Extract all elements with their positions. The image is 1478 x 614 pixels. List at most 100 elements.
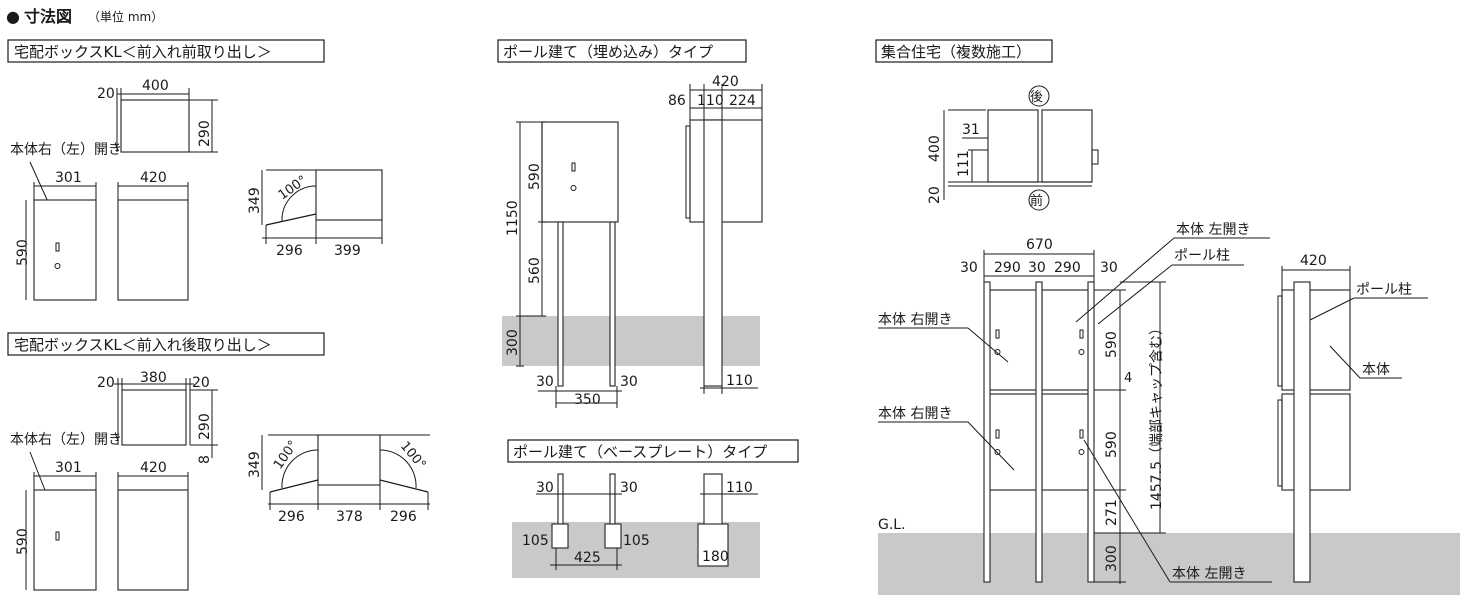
pbase-side-pole <box>703 473 723 527</box>
pb-dim-224: 224 <box>729 93 756 109</box>
mu-dim-1457: 1457.5（端部キャップ含む） <box>1149 321 1165 510</box>
mu-top-body-right <box>1041 109 1093 183</box>
header-bullet: ● <box>6 7 20 26</box>
mu-dim-31: 31 <box>962 122 980 138</box>
mu-dim-30c: 30 <box>1100 260 1118 276</box>
pbase-dim-180: 180 <box>702 549 729 565</box>
pb-pole-right <box>609 221 616 387</box>
section-title-box-pole-base <box>507 439 799 463</box>
fb-dim-290: 290 <box>197 413 213 440</box>
mu-label-body-right-2: 本体 右開き <box>878 406 952 422</box>
fb-open-arc-left <box>281 449 319 489</box>
fb-dim-349: 349 <box>247 451 263 478</box>
ff-top-view: 400 20 290 <box>97 78 218 153</box>
mu-keyhole-top-right <box>1078 349 1085 355</box>
pbase-dim-105a: 105 <box>522 533 549 549</box>
section-title-pole-base: ポール建て（ベースプレート）タイプ <box>513 443 767 461</box>
pb-dim-300: 300 <box>505 329 521 356</box>
mu-side-dim-420: 420 <box>1300 253 1327 269</box>
ff-open-body <box>315 169 383 221</box>
mu-lock-bottom-left <box>995 429 1000 439</box>
ff-dim-349: 349 <box>247 187 263 214</box>
mu-side-label-body: 本体 <box>1362 362 1390 378</box>
fb-side-view: 420 <box>117 460 189 591</box>
fb-open-body <box>317 434 381 486</box>
mu-dim-30a: 30 <box>960 260 978 276</box>
mu-dim-290b: 290 <box>1054 260 1081 276</box>
pbase-plate-left <box>551 523 569 549</box>
section-title-front-front: 宅配ボックスKL＜前入れ前取り出し＞ <box>14 43 272 61</box>
mu-back-circle <box>1028 85 1050 107</box>
mu-body-bottom-left <box>987 393 1039 491</box>
fb-dim-8: 8 <box>197 455 213 464</box>
pb-body <box>541 121 619 223</box>
fb-dim-296b: 296 <box>390 509 417 525</box>
pb-lock-slot <box>571 162 576 172</box>
pb-dim-560: 560 <box>527 257 543 284</box>
pbase-view: 30 30 105 105 425 110 180 <box>512 473 760 578</box>
section-title-box-pole-buried <box>497 39 747 63</box>
ff-dim-296: 296 <box>276 243 303 259</box>
mu-front-view: G.L. 670 30 290 30 290 30 590 <box>878 222 1460 595</box>
mu-dim-111: 111 <box>956 150 972 177</box>
ff-dim-301: 301 <box>55 170 82 186</box>
pb-side-back-panel <box>685 125 691 219</box>
fb-label-body-lr: 本体右（左）開き <box>10 432 122 448</box>
mu-pole-3 <box>1087 281 1095 583</box>
pbase-dim-30a: 30 <box>536 480 554 496</box>
ff-open-arc <box>281 185 317 222</box>
fb-dim-378: 378 <box>336 509 363 525</box>
mu-dim-4: 4 <box>1124 371 1132 386</box>
mu-dim-30b: 30 <box>1028 260 1046 276</box>
pb-dim-30a: 30 <box>536 374 554 390</box>
pbase-dim-110: 110 <box>726 480 753 496</box>
mu-label-front: 前 <box>1030 193 1043 209</box>
ff-dim-290: 290 <box>197 120 213 147</box>
pb-dim-1150: 1150 <box>505 200 521 236</box>
pb-dim-350: 350 <box>574 392 601 408</box>
mu-side-leader-pole <box>1309 297 1355 321</box>
pbase-pole-right <box>609 473 616 525</box>
pbase-pole-left <box>557 473 564 525</box>
mu-side-body-top <box>1281 289 1351 391</box>
mu-label-back: 後 <box>1030 90 1043 105</box>
fb-dim-380: 380 <box>140 370 167 386</box>
pb-side-body <box>689 119 763 223</box>
mu-dim-20: 20 <box>927 186 943 204</box>
pb-dim-30b: 30 <box>620 374 638 390</box>
pb-dim-590: 590 <box>527 163 543 190</box>
fb-open-view: 349 100° 100° 296 378 296 <box>247 434 430 525</box>
fb-open-arc-right <box>379 449 417 489</box>
mu-body-top-right <box>1041 289 1093 391</box>
pb-side-pole <box>703 119 723 387</box>
ff-keyhole <box>54 263 61 269</box>
mu-label-gl: G.L. <box>878 517 906 533</box>
header-title: 寸法図 <box>24 7 72 26</box>
section-title-box-front-front <box>7 39 325 63</box>
mu-leader-body-left-bottom <box>1083 439 1171 583</box>
mu-side-back-top <box>1277 295 1283 387</box>
fb-dim-20a: 20 <box>97 375 115 391</box>
mu-top-handle <box>1091 149 1099 165</box>
mu-side-pole <box>1293 281 1311 583</box>
pbase-dim-105b: 105 <box>623 533 650 549</box>
mu-front-circle <box>1028 189 1050 211</box>
mu-leader-body-right-2 <box>967 421 1015 471</box>
section-title-front-back: 宅配ボックスKL＜前入れ後取り出し＞ <box>14 336 272 354</box>
mu-dim-290a: 290 <box>994 260 1021 276</box>
fb-top-view: 380 20 20 290 8 <box>97 370 218 464</box>
mu-lock-top-left <box>995 329 1000 339</box>
fb-dim-301: 301 <box>55 460 82 476</box>
mu-lock-top-right <box>1079 329 1084 339</box>
mu-lock-bottom-right <box>1079 429 1084 439</box>
section-title-box-multi <box>875 39 1053 63</box>
ff-angle-100: 100° <box>276 173 310 203</box>
mu-body-bottom-right <box>1041 393 1093 491</box>
fb-dim-296a: 296 <box>278 509 305 525</box>
ff-dim-20: 20 <box>97 86 115 102</box>
mu-label-pole: ポール柱 <box>1174 248 1230 264</box>
fb-dim-20b: 20 <box>192 375 210 391</box>
ff-dim-399: 399 <box>334 243 361 259</box>
